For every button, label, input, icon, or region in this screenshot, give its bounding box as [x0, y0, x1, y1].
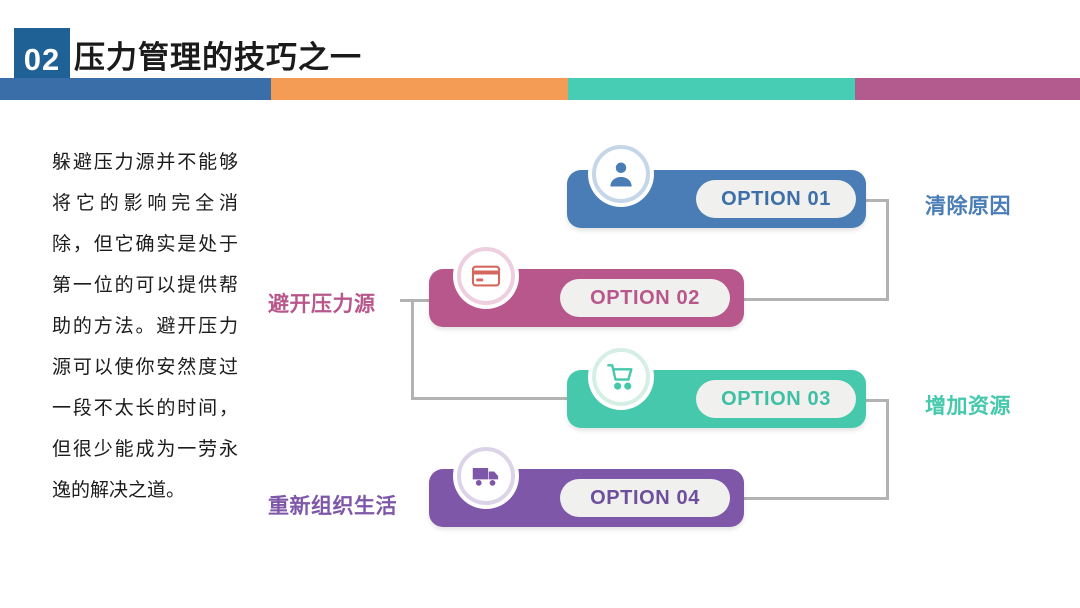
connector-left-bracket-h1 — [400, 299, 432, 302]
page-title: 压力管理的技巧之一 — [74, 40, 362, 75]
connector-right-bracket-top-h2 — [744, 298, 889, 301]
option-02-icon-ring — [457, 247, 515, 305]
person-icon — [606, 159, 636, 189]
truck-icon — [471, 461, 501, 491]
connector-right-bracket-bot-v — [886, 399, 889, 500]
connector-left-bracket-v — [411, 299, 414, 400]
header-color-bar — [0, 78, 1080, 100]
option-02-icon-circle[interactable] — [453, 243, 519, 309]
option-03-label-pill[interactable]: OPTION 03 — [696, 380, 856, 418]
option-01-side-label: 清除原因 — [925, 195, 1011, 218]
option-04-icon-circle[interactable] — [453, 443, 519, 509]
connector-right-bracket-bot-h1 — [866, 399, 889, 402]
shopping-cart-icon — [606, 362, 636, 392]
connector-left-bracket-h2 — [411, 397, 571, 400]
header-bar-segment-orange — [271, 78, 568, 100]
option-03-icon-ring — [592, 348, 650, 406]
option-03-icon-circle[interactable] — [588, 344, 654, 410]
connector-right-bracket-bot-h2 — [744, 497, 889, 500]
option-04-icon-ring — [457, 447, 515, 505]
credit-card-icon — [471, 261, 501, 291]
option-01-label-pill[interactable]: OPTION 01 — [696, 180, 856, 218]
connector-right-bracket-top-v — [886, 199, 889, 301]
header-bar-segment-purple — [855, 78, 1080, 100]
option-03-side-label: 增加资源 — [925, 395, 1011, 418]
option-02-side-label: 避开压力源 — [268, 293, 376, 316]
header-bar-segment-teal — [568, 78, 855, 100]
body-paragraph: 躲避压力源并不能够将它的影响完全消除，但它确实是处于第一位的可以提供帮助的方法。… — [52, 152, 238, 501]
option-01-icon-ring — [592, 145, 650, 203]
header-bar-segment-blue — [0, 78, 271, 100]
option-02-label-pill[interactable]: OPTION 02 — [560, 279, 730, 317]
option-01-icon-circle[interactable] — [588, 141, 654, 207]
option-04-label-pill[interactable]: OPTION 04 — [560, 479, 730, 517]
option-04-side-label: 重新组织生活 — [268, 495, 397, 518]
connector-right-bracket-top-h1 — [866, 199, 889, 202]
